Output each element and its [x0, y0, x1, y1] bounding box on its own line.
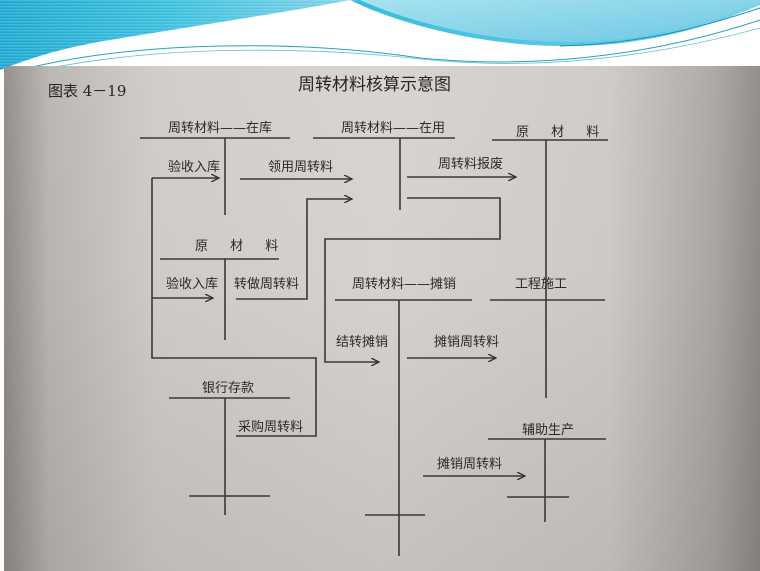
slide-banner — [0, 0, 760, 70]
flow-zhuanzuo-zhouzhuanliao: 转做周转料 — [234, 277, 300, 292]
flow-yanshou-ruku-2: 验收入库 — [166, 277, 219, 292]
flow-yanshou-ruku-1: 验收入库 — [168, 160, 221, 175]
scanned-page-photo — [4, 66, 760, 571]
figure-label: 图表 4－19 — [48, 82, 127, 100]
account-zhouzhuan-zaiyong: 周转材料——在用 — [341, 121, 446, 136]
account-yuancailiao-left: 原 材 料 — [195, 239, 288, 254]
account-yuancailiao-top: 原 材 料 — [516, 125, 609, 140]
flow-lingyong-zhouzhuanliao: 领用周转料 — [268, 160, 334, 175]
account-fuzhu-shengchan: 辅助生产 — [522, 423, 575, 438]
flow-tanxiao-zhouzhuanliao-1: 摊销周转料 — [434, 335, 500, 350]
diagram-title: 周转材料核算示意图 — [298, 75, 451, 95]
flow-zhouzhuanliao-baofei: 周转料报废 — [438, 157, 504, 172]
flow-caigou-zhouzhuanliao: 采购周转料 — [238, 420, 304, 435]
account-gongcheng-shigong: 工程施工 — [515, 277, 568, 292]
account-yinhang-cunkuan: 银行存款 — [202, 381, 255, 396]
flow-tanxiao-zhouzhuanliao-2: 摊销周转料 — [437, 457, 503, 472]
wave-decoration-icon — [0, 0, 760, 70]
account-zhouzhuan-zaiku: 周转材料——在库 — [168, 121, 273, 136]
flow-jiezhuan-tanxiao: 结转摊销 — [336, 335, 389, 350]
account-zhouzhuan-tanxiao: 周转材料——摊销 — [352, 277, 457, 292]
